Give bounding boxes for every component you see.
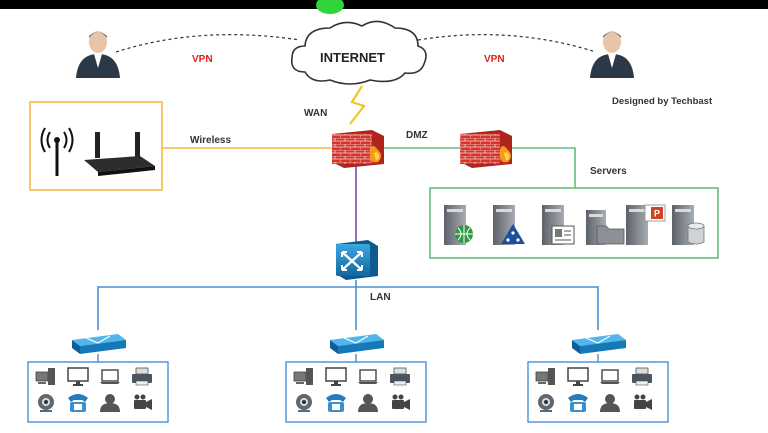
- vpn-link-left: [115, 34, 301, 53]
- main-firewall-icon: [332, 130, 384, 168]
- desktop-icon: [535, 368, 555, 385]
- green-accent: [316, 0, 344, 14]
- user-icon-right: [590, 31, 634, 78]
- switch-icon: [572, 334, 626, 354]
- lan-bus: [97, 286, 599, 330]
- monitor-icon: [325, 367, 347, 386]
- dmz-label: DMZ: [406, 130, 428, 141]
- vpn-label-left: VPN: [192, 54, 213, 65]
- printer-icon: [632, 367, 652, 386]
- dmz-firewall-icon: [460, 130, 512, 168]
- antenna-icon: [40, 127, 74, 176]
- internet-label: INTERNET: [320, 50, 385, 65]
- vpn-label-right: VPN: [484, 54, 505, 65]
- user-silhouette-icon: [358, 394, 378, 412]
- user-silhouette-icon: [600, 394, 620, 412]
- printer-icon: [390, 367, 410, 386]
- office-server-icon: P: [626, 204, 666, 245]
- phone-icon: [326, 394, 346, 412]
- phone-icon: [568, 394, 588, 412]
- user-icon-left: [76, 31, 120, 78]
- wireless-label: Wireless: [190, 135, 232, 146]
- lightning-icon: [349, 85, 366, 125]
- servers-group: P: [444, 204, 705, 245]
- servers-box: [429, 187, 719, 259]
- webcam-icon: [296, 394, 312, 412]
- desktop-icon: [35, 368, 55, 385]
- desktop-icon: [293, 368, 313, 385]
- wan-label: WAN: [304, 108, 328, 119]
- laptop-icon: [358, 369, 378, 384]
- camera-icon: [634, 394, 652, 410]
- database-server-icon: [672, 205, 705, 245]
- svg-text:P: P: [654, 209, 660, 219]
- web-server-icon: [444, 205, 473, 245]
- phone-icon: [68, 394, 88, 412]
- top-bar: [0, 0, 768, 9]
- webcam-icon: [38, 394, 54, 412]
- router-icon: [84, 132, 155, 176]
- directory-server-icon: [493, 205, 525, 245]
- cloud-icon: [290, 20, 427, 85]
- designed-by-label: Designed by Techbast: [612, 96, 713, 107]
- vpn-link-right: [417, 34, 597, 53]
- contact-server-icon: [542, 205, 575, 245]
- monitor-icon: [67, 367, 89, 386]
- laptop-icon: [600, 369, 620, 384]
- lan-devices: [35, 367, 652, 412]
- lan-label: LAN: [370, 292, 391, 303]
- servers-label: Servers: [590, 166, 627, 177]
- monitor-icon: [567, 367, 589, 386]
- switch-icon: [330, 334, 384, 354]
- printer-icon: [132, 367, 152, 386]
- switch-icon: [72, 334, 126, 354]
- camera-icon: [134, 394, 152, 410]
- laptop-icon: [100, 369, 120, 384]
- user-silhouette-icon: [100, 394, 120, 412]
- camera-icon: [392, 394, 410, 410]
- file-server-icon: [586, 210, 625, 245]
- webcam-icon: [538, 394, 554, 412]
- core-switch-icon: [336, 240, 378, 280]
- dmz-link: [382, 147, 576, 188]
